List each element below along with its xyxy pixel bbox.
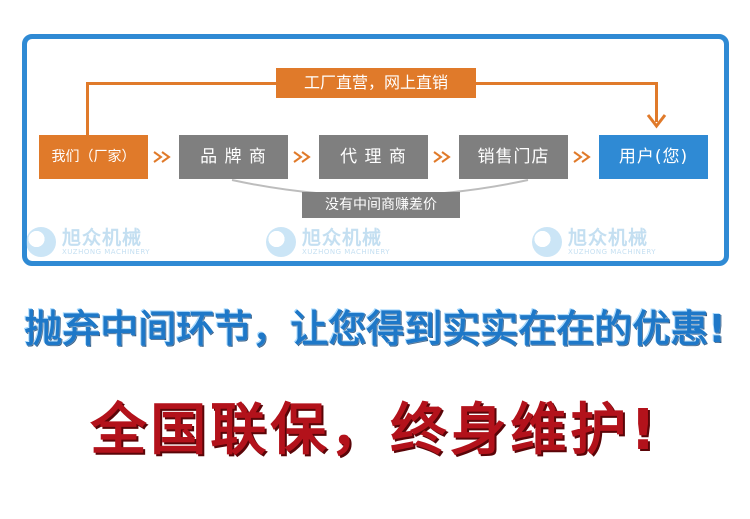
node-user: 用户(您) — [599, 135, 708, 179]
brand-logo-icon — [266, 227, 296, 257]
chevron-right-icon — [293, 151, 311, 163]
headline-warranty: 全国联保，终身维护! — [90, 398, 660, 463]
watermark-cn: 旭众机械 — [62, 226, 143, 249]
direct-path-right — [655, 82, 658, 122]
node-manufacturer: 我们（厂家） — [39, 135, 148, 179]
watermark: 旭众机械 XUZHONG MACHINERY — [266, 225, 390, 259]
chevron-right-icon — [153, 151, 171, 163]
chevron-right-icon — [573, 151, 591, 163]
no-middleman-label: 没有中间商赚差价 — [302, 192, 460, 218]
direct-path-left — [86, 82, 89, 136]
watermark: 旭众机械 XUZHONG MACHINERY — [532, 225, 656, 259]
node-brand: 品 牌 商 — [179, 135, 288, 179]
direct-sales-label: 工厂直营，网上直销 — [276, 68, 476, 98]
node-agent: 代 理 商 — [319, 135, 428, 179]
watermark: 旭众机械 XUZHONG MACHINERY — [26, 225, 150, 259]
brand-logo-icon — [532, 227, 562, 257]
chevron-right-icon — [433, 151, 451, 163]
arrow-down-icon — [646, 114, 667, 129]
headline-discount: 抛弃中间环节，让您得到实实在在的优惠! — [24, 307, 726, 351]
brand-logo-icon — [26, 227, 56, 257]
watermark-en: XUZHONG MACHINERY — [62, 247, 151, 256]
watermark-cn: 旭众机械 — [302, 226, 383, 249]
node-store: 销售门店 — [459, 135, 568, 179]
watermark-en: XUZHONG MACHINERY — [302, 247, 391, 256]
watermark-en: XUZHONG MACHINERY — [568, 247, 657, 256]
watermark-cn: 旭众机械 — [568, 226, 649, 249]
